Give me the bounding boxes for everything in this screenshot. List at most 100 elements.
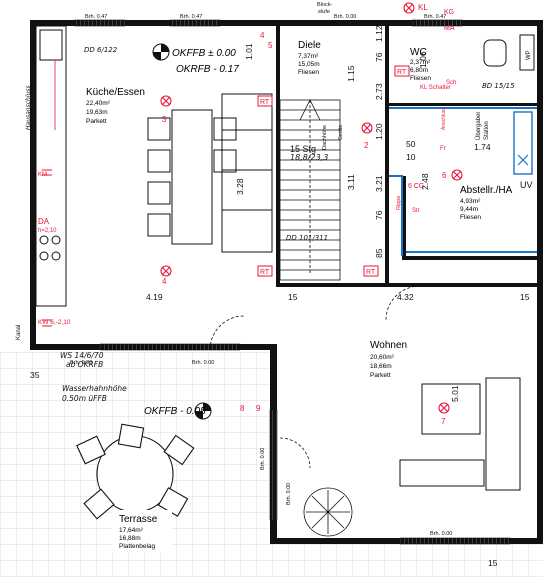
room-name: Küche/Essen — [86, 87, 145, 98]
brh-top2: Brh. 0.47 — [180, 14, 202, 20]
dim-419: 4.19 — [146, 292, 163, 302]
brh-left: Brh. 0.00 — [260, 448, 266, 470]
ab-okrfb: ab OKRFB — [66, 360, 103, 369]
marker-3: 3 — [162, 115, 167, 124]
marker-7: 7 — [441, 417, 446, 426]
hausanschluss: Hausanschluss — [25, 85, 32, 130]
room-floor: Fliesen — [298, 69, 319, 76]
dim-50: 50 — [406, 139, 416, 149]
rippe: Rippe — [396, 196, 402, 210]
brh-top1: Brh. 0.47 — [85, 14, 107, 20]
labels: 15 Stg 18,8/23,3 DD 101/311 DD 6/122 BD … — [16, 46, 532, 403]
room-perimeter: 6,80m — [410, 67, 428, 74]
room-perimeter: 15,05m — [298, 61, 320, 68]
marker-4: 4 — [162, 277, 167, 286]
dim-112: 1.12 — [374, 25, 384, 42]
windows — [74, 19, 511, 545]
room-wc: WC 2,37m² 6,80m Fliesen — [410, 47, 431, 82]
dim-174: 1.74 — [474, 142, 491, 152]
rt-1: RT — [260, 99, 270, 106]
room-area: 4,93m² — [460, 198, 481, 205]
dining-table — [147, 109, 237, 245]
room-perimeter: 16,88m — [119, 535, 141, 542]
room-area: 17,64m² — [119, 527, 144, 534]
dimensions: 4.19 15 4.32 15 35 15 1.74 50 10 1.01 1.… — [30, 2, 530, 568]
ws-label: WS 14/6/70 — [60, 351, 104, 360]
level-okffb-terrace: OKFFB - 0.05 — [144, 406, 206, 417]
uv-cross-icon — [517, 154, 529, 166]
dim-106: 1.06 — [418, 51, 428, 68]
room-area: 20,60m² — [370, 354, 395, 361]
room-name: Diele — [298, 40, 321, 51]
marker-2: 2 — [364, 141, 369, 150]
stairs — [279, 99, 341, 281]
dd-101: DD 101/311 — [286, 234, 328, 242]
room-abstell: Abstellr./HA 4,93m² 9,44m Fliesen — [460, 185, 513, 221]
brh-bottom: Brh. 0.00 — [430, 531, 452, 537]
dim-328: 3.28 — [235, 178, 245, 195]
km-label: KM — [38, 172, 47, 178]
dim-248: 2.48 — [420, 173, 430, 190]
blockstufe-2: stufe — [318, 9, 330, 15]
ma-label: MA — [444, 25, 455, 32]
bd-15-15: BD 15/15 — [482, 82, 515, 90]
dim-35: 35 — [30, 370, 40, 380]
dim-76a: 76 — [374, 52, 384, 62]
dd-6-122: DD 6/122 — [84, 46, 118, 54]
kg-label: KG — [444, 9, 454, 16]
dim-432: 4.32 — [397, 292, 414, 302]
brh-mid1: Brh. 0.00 — [70, 360, 92, 366]
brh-mid2: Brh. 0.00 — [192, 360, 214, 366]
level-target-icon — [152, 43, 212, 420]
rt-3: RT — [366, 269, 376, 276]
marker-6: 6 — [442, 171, 447, 180]
fr-label: Fr — [440, 146, 446, 152]
room-perimeter: 9,44m — [460, 206, 478, 213]
wc-fixtures — [483, 34, 535, 71]
terrace-grid-right — [275, 540, 543, 577]
room-floor: Parkett — [370, 372, 391, 379]
level-okffb-main: OKFFB ± 0.00 — [172, 48, 236, 59]
ueber-2: Station — [484, 121, 490, 140]
lamp-cross-icon — [160, 2, 463, 414]
str-label: Str — [412, 208, 420, 214]
uv-label: UV — [520, 180, 533, 190]
room-kueche: Küche/Essen 22,40m² 19,63m Parkett — [86, 87, 145, 125]
room-perimeter: 18,66m — [370, 363, 392, 370]
dim-15c: 15 — [488, 558, 498, 568]
door-swing-icon — [209, 285, 421, 469]
room-area: 2,37m² — [410, 59, 431, 66]
anschluss: Anschluss — [441, 107, 447, 130]
terrace-furniture — [76, 423, 195, 520]
wp-label: WP — [526, 50, 532, 60]
room-name: Wohnen — [370, 340, 407, 351]
dim-321: 3.21 — [374, 175, 384, 192]
wasser-1: Wasserhahnhöhe — [62, 384, 127, 393]
dim-101: 1.01 — [244, 43, 254, 60]
kanal: Kanal — [16, 325, 22, 340]
cg-label: 6 CG — [408, 183, 424, 190]
plant-icon — [303, 487, 353, 537]
room-floor: Parkett — [86, 118, 107, 125]
dim-15a: 15 — [288, 292, 298, 302]
dim-273: 2.73 — [374, 83, 384, 100]
kw-label: KW 6,-2,10 — [38, 319, 71, 326]
room-floor: Fliesen — [410, 75, 431, 82]
sch-label: Sch — [446, 80, 456, 86]
insulation — [389, 107, 537, 256]
dim-120: 1.20 — [374, 123, 384, 140]
room-wohnen: Wohnen 20,60m² 18,66m Parkett — [370, 340, 407, 379]
markers: 3 4 2 7 6 8 9 4 5 — [162, 31, 447, 426]
kl-schalter: KL Schalter — [420, 85, 451, 91]
kl-label: KL — [418, 3, 428, 12]
dach: Dachhöhe — [322, 125, 328, 150]
dim-85: 85 — [374, 248, 384, 258]
geraete: Geräte — [338, 124, 344, 140]
brh-right: Brh. 0.00 — [286, 483, 292, 505]
room-diele: Diele 7,37m² 15,05m Fliesen — [298, 40, 321, 76]
blockstufe-1: Block- — [317, 2, 332, 8]
room-terrasse: Terrasse 17,64m² 16,88m Plattenbelag — [112, 510, 172, 552]
dim-501: 5.01 — [450, 385, 460, 402]
room-name: Abstellr./HA — [460, 185, 513, 196]
